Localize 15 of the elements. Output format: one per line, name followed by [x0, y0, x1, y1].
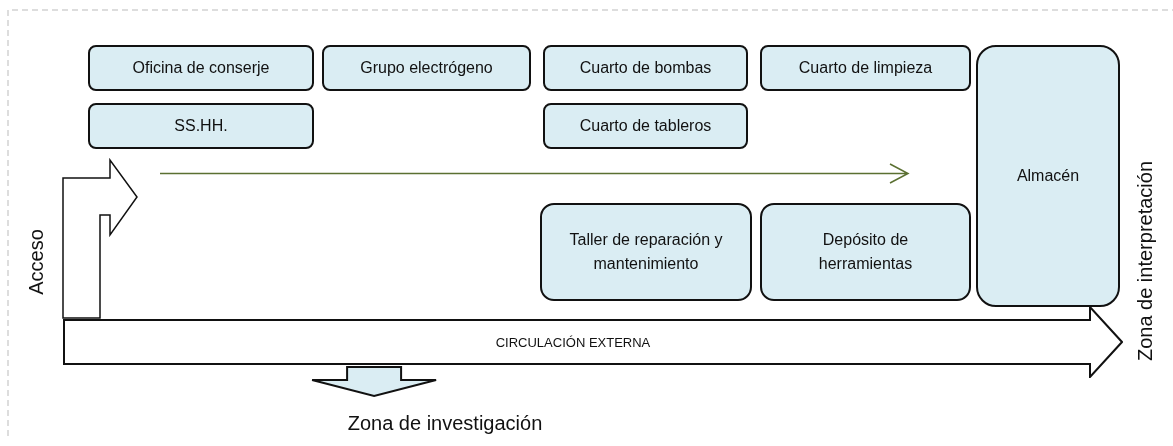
room-box: Cuarto de bombas: [543, 45, 748, 91]
room-box: Grupo electrógeno: [322, 45, 531, 91]
block-arrow: [311, 366, 438, 398]
zone-label: Zona de investigación: [310, 408, 580, 438]
circulation-label: CIRCULACIÓN EXTERNA: [495, 334, 651, 350]
room-box: Taller de reparación y mantenimiento: [540, 203, 752, 301]
zone-label: Acceso: [23, 226, 49, 298]
room-box: Almacén: [976, 45, 1120, 307]
zone-label: Zona de interpretación: [1131, 151, 1159, 371]
room-box: Cuarto de limpieza: [760, 45, 971, 91]
room-box: Depósito de herramientas: [760, 203, 971, 301]
room-box: Cuarto de tableros: [543, 103, 748, 149]
access-arrow: [62, 157, 138, 319]
room-box: SS.HH.: [88, 103, 314, 149]
room-box: Oficina de conserje: [88, 45, 314, 91]
